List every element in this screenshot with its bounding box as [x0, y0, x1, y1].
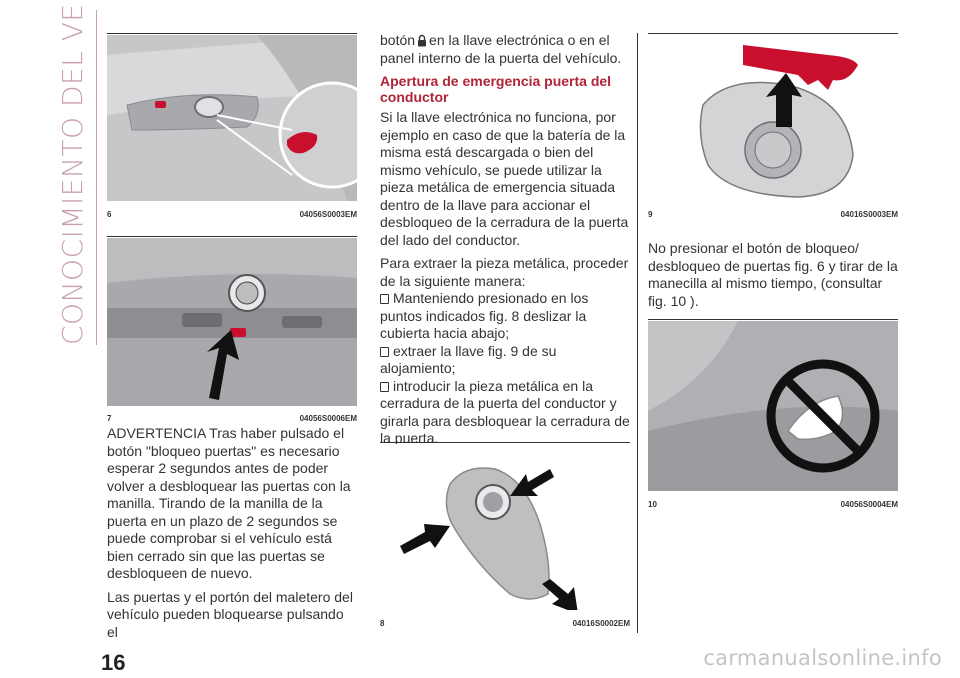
emergency-paragraph-1: Si la llave electrónica no funciona, por…	[380, 109, 629, 248]
side-title-rule	[96, 10, 97, 345]
figure-10-prohibited-action	[648, 321, 898, 491]
figure-number: 6	[107, 210, 112, 219]
figure-9-caption: 9 04016S0003EM	[648, 210, 898, 220]
caution-paragraph: No presionar el botón de bloqueo/ desblo…	[648, 240, 898, 309]
column-divider	[637, 33, 638, 633]
cont-text-a: botón	[380, 32, 416, 48]
page-number: 16	[101, 650, 126, 675]
emergency-paragraph-2: Para extraer la pieza metálica, proceder…	[380, 255, 629, 289]
lock-button-icon	[418, 34, 427, 47]
figure-number: 9	[648, 210, 653, 219]
figure-number: 7	[107, 414, 112, 423]
checkbox-bullet-icon	[380, 294, 389, 304]
checkbox-bullet-icon	[380, 381, 389, 392]
figure-6-door-handle	[107, 35, 357, 201]
fig6-top-rule	[107, 33, 357, 34]
figure-number: 10	[648, 500, 657, 509]
fig7-top-rule	[107, 236, 357, 237]
figure-7-caption: 7 04056S0006EM	[107, 414, 357, 424]
column-1-text: ADVERTENCIA Tras haber pulsado el botón …	[107, 425, 357, 647]
figure-10-caption: 10 04056S0004EM	[648, 500, 898, 510]
steps-list: Manteniendo presionado en los puntos ind…	[380, 290, 630, 448]
cont-text-b: en la llave electrónica o en el panel in…	[380, 32, 622, 66]
figure-7-tailgate	[107, 238, 357, 406]
list-item: extraer la llave fig. 9 de su alojamient…	[380, 343, 630, 378]
figure-9-key-insert	[648, 35, 898, 201]
list-item: introducir la pieza metálica en la cerra…	[380, 378, 630, 448]
figure-code: 04056S0003EM	[299, 210, 357, 219]
fig9-top-rule	[648, 33, 898, 34]
figure-8-key-fob	[380, 444, 630, 610]
list-item: Manteniendo presionado en los puntos ind…	[380, 290, 630, 343]
figure-6-caption: 6 04056S0003EM	[107, 210, 357, 220]
figure-code: 04056S0006EM	[299, 414, 357, 423]
figure-code: 04056S0004EM	[840, 500, 898, 509]
checkbox-bullet-icon	[380, 346, 389, 357]
figure-code: 04016S0003EM	[840, 210, 898, 219]
watermark: carmanualsonline.info	[703, 646, 942, 670]
fig10-top-rule	[648, 319, 898, 320]
lock-paragraph: Las puertas y el portón del maletero del…	[107, 588, 353, 640]
step-text: extraer la llave fig. 9 de su alojamient…	[380, 342, 557, 377]
fig8-top-rule	[380, 442, 630, 443]
step-text: Manteniendo presionado en los puntos ind…	[380, 290, 589, 341]
step-text: introducir la pieza metálica en la cerra…	[380, 377, 630, 447]
figure-code: 04016S0002EM	[572, 619, 630, 628]
column-3-text: No presionar el botón de bloqueo/ desblo…	[648, 240, 898, 316]
figure-8-caption: 8 04016S0002EM	[380, 619, 630, 629]
figure-number: 8	[380, 619, 385, 628]
section-heading: Apertura de emergencia puerta del conduc…	[380, 73, 612, 105]
warning-text: ADVERTENCIA Tras haber pulsado el botón …	[107, 425, 351, 581]
section-side-title: CONOCIMIENTO DEL VEHÍCULO	[56, 0, 89, 345]
